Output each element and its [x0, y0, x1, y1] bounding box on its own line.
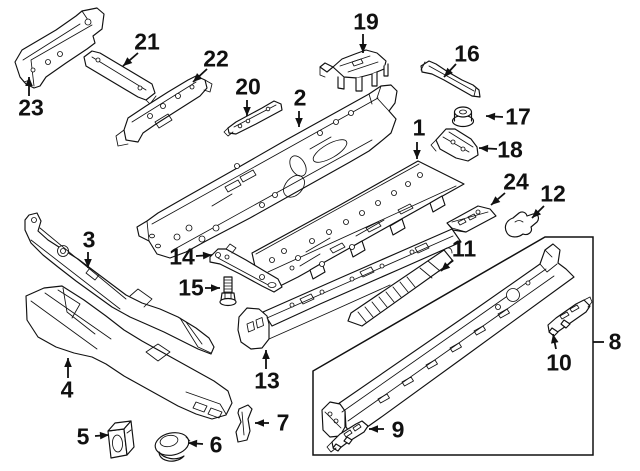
part-3-drawing: [24, 212, 215, 355]
part-15-drawing: [219, 276, 237, 307]
part-18-drawing: [430, 128, 479, 162]
leader-arrowhead-14: [202, 251, 212, 260]
part-6-drawing: [154, 432, 191, 462]
leader-arrowhead-17: [486, 112, 496, 121]
leader-arrowhead-6: [188, 439, 198, 448]
leader-arrowhead-1: [413, 150, 421, 159]
leader-arrowhead-18: [479, 144, 489, 153]
part-21-drawing: [83, 50, 157, 105]
leader-arrowhead-15: [211, 284, 220, 292]
part-14-drawing: [209, 243, 283, 293]
leader-arrowhead-24: [491, 196, 501, 205]
leader-arrowhead-12: [532, 208, 542, 218]
leader-arrowhead-16: [444, 67, 453, 77]
leader-arrowhead-9: [369, 425, 378, 433]
part-4-drawing: [25, 285, 233, 420]
part-1-drawing: [251, 160, 465, 288]
part-19-drawing: [319, 49, 389, 92]
part-22-drawing: [115, 75, 213, 147]
leader-arrowhead-23: [25, 77, 33, 86]
part-11-drawing: [347, 247, 454, 327]
part-17-drawing: [451, 106, 475, 128]
leader-arrowhead-3: [84, 259, 92, 268]
part-9-drawing: [326, 420, 369, 453]
leader-arrowhead-21: [123, 57, 133, 66]
leader-arrowhead-11: [441, 262, 451, 271]
leader-arrowhead-4: [64, 358, 72, 367]
part-10-drawing: [547, 296, 593, 337]
part-7-drawing: [235, 404, 253, 443]
part-24-drawing: [446, 205, 497, 233]
part-2-drawing: [136, 84, 398, 259]
leader-arrowhead-10: [551, 334, 559, 344]
leader-arrowhead-22: [193, 73, 203, 82]
leader-arrowhead-2: [295, 118, 303, 127]
part-8-rocker-drawing: [321, 243, 575, 438]
leader-arrowhead-13: [262, 350, 270, 359]
part-20-drawing: [223, 100, 283, 137]
part-5-drawing: [107, 420, 135, 459]
leader-arrowhead-19: [359, 44, 367, 53]
leader-arrowhead-5: [99, 431, 109, 440]
part-23-drawing: [14, 7, 105, 89]
part-13-drawing: [237, 228, 462, 350]
leader-arrowhead-7: [255, 419, 264, 427]
part-16-drawing: [420, 60, 481, 98]
leader-arrowhead-20: [243, 107, 251, 116]
